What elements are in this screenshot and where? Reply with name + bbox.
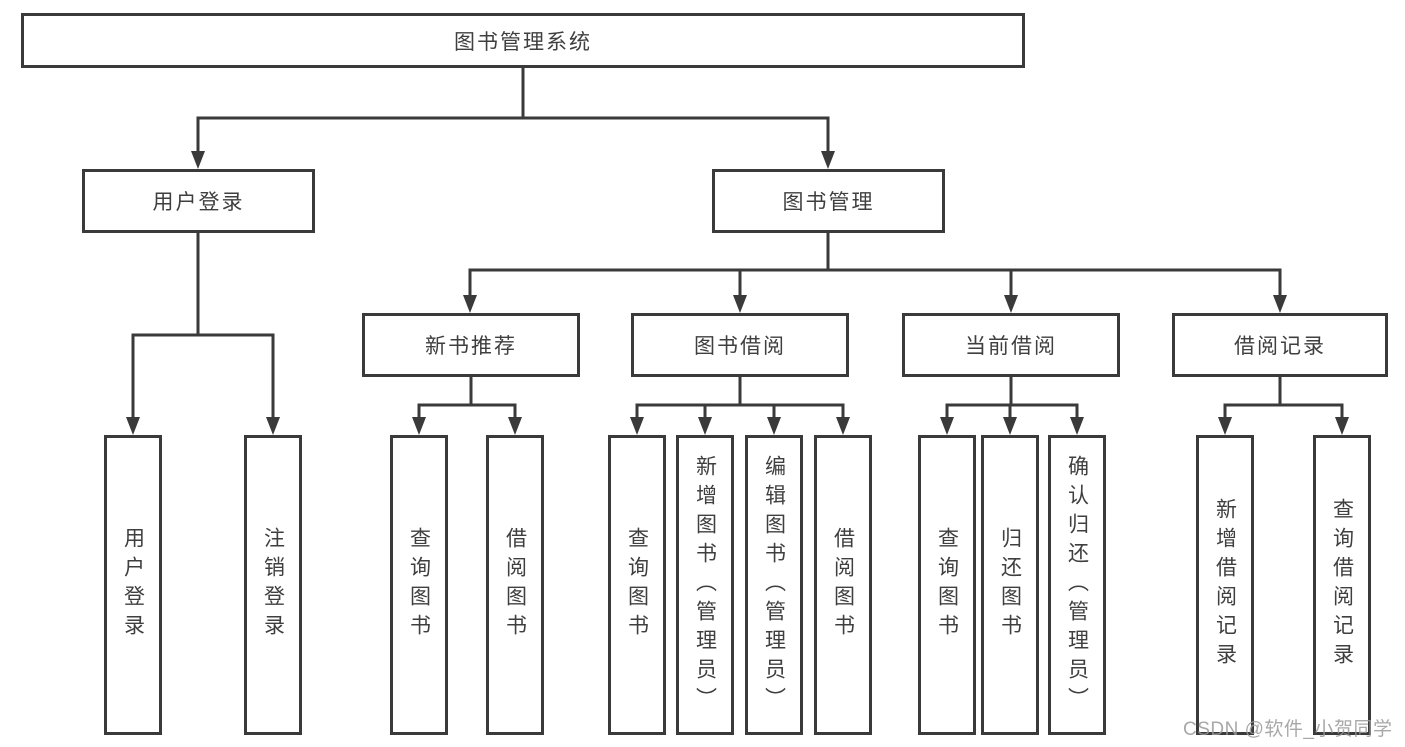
node-user-login: 用户登录 (82, 169, 315, 233)
arrow-down-icon (126, 417, 140, 435)
csdn-watermark: CSDN @软件_小贺同学 (1183, 719, 1393, 740)
leaf-label: 新增图书（管理员） (693, 454, 717, 716)
connector-currentborrow-to-leaves (945, 377, 1079, 418)
arrow-down-icon (733, 295, 747, 313)
leaf-label: 查询图书 (407, 527, 431, 643)
node-root-label: 图书管理系统 (454, 30, 592, 54)
arrow-down-icon (630, 417, 644, 435)
connector-newbooks-to-leaves (417, 377, 517, 418)
node-user-login-label: 用户登录 (152, 191, 245, 214)
connector-bookborrow-to-leaves (635, 377, 845, 418)
leaf-records-add: 新增借阅记录 (1196, 435, 1254, 735)
node-current-borrow: 当前借阅 (902, 313, 1120, 377)
arrow-down-icon (836, 417, 850, 435)
leaf-label: 查询图书 (935, 527, 959, 643)
leaf-label: 编辑图书（管理员） (762, 454, 786, 716)
arrow-down-icon (767, 417, 781, 435)
arrow-down-icon (508, 417, 522, 435)
connector-records-to-leaves (1223, 377, 1344, 418)
node-book-borrow: 图书借阅 (631, 313, 849, 377)
leaf-current-return: 归还图书 (981, 435, 1039, 735)
node-book-borrow-label: 图书借阅 (694, 335, 786, 358)
leaf-newbooks-query: 查询图书 (390, 435, 448, 735)
node-new-books: 新书推荐 (362, 313, 580, 377)
connector-userlogin-to-leaves (131, 233, 275, 418)
leaf-label: 归还图书 (998, 527, 1022, 643)
node-new-books-label: 新书推荐 (425, 335, 517, 358)
leaf-current-query: 查询图书 (918, 435, 976, 735)
leaf-newbooks-borrow: 借阅图书 (486, 435, 544, 735)
leaf-label: 借阅图书 (831, 527, 855, 643)
node-borrow-records: 借阅记录 (1172, 313, 1388, 377)
arrow-down-icon (821, 151, 835, 169)
arrow-down-icon (1003, 417, 1017, 435)
leaf-label: 查询图书 (625, 527, 649, 643)
arrow-down-icon (698, 417, 712, 435)
arrow-down-icon (266, 417, 280, 435)
connector-root-to-level2 (196, 68, 830, 152)
leaf-current-confirm-return: 确认归还（管理员） (1048, 435, 1106, 735)
arrow-down-icon (1070, 417, 1084, 435)
node-book-mgmt: 图书管理 (712, 169, 945, 233)
leaf-borrow-add: 新增图书（管理员） (676, 435, 734, 735)
leaf-borrow-query: 查询图书 (608, 435, 666, 735)
arrow-down-icon (191, 151, 205, 169)
leaf-label: 确认归还（管理员） (1065, 454, 1089, 716)
leaf-borrow-borrow: 借阅图书 (814, 435, 872, 735)
arrow-down-icon (1218, 417, 1232, 435)
leaf-logout: 注销登录 (244, 435, 302, 735)
leaf-label: 查询借阅记录 (1330, 498, 1354, 672)
node-root: 图书管理系统 (21, 13, 1025, 68)
arrow-down-icon (1335, 417, 1349, 435)
arrow-down-icon (940, 417, 954, 435)
leaf-records-query: 查询借阅记录 (1313, 435, 1371, 735)
leaf-label: 借阅图书 (503, 527, 527, 643)
leaf-borrow-edit: 编辑图书（管理员） (745, 435, 803, 735)
arrow-down-icon (412, 417, 426, 435)
leaf-user-login: 用户登录 (104, 435, 162, 735)
connector-bookmgmt-to-level3 (468, 233, 1282, 296)
leaf-label: 新增借阅记录 (1213, 498, 1237, 672)
node-borrow-records-label: 借阅记录 (1234, 335, 1326, 358)
arrow-down-icon (1273, 295, 1287, 313)
node-current-borrow-label: 当前借阅 (965, 335, 1057, 358)
node-book-mgmt-label: 图书管理 (782, 191, 875, 214)
leaf-label: 注销登录 (261, 527, 285, 643)
arrow-down-icon (1004, 295, 1018, 313)
arrow-down-icon (463, 295, 477, 313)
leaf-label: 用户登录 (121, 527, 145, 643)
